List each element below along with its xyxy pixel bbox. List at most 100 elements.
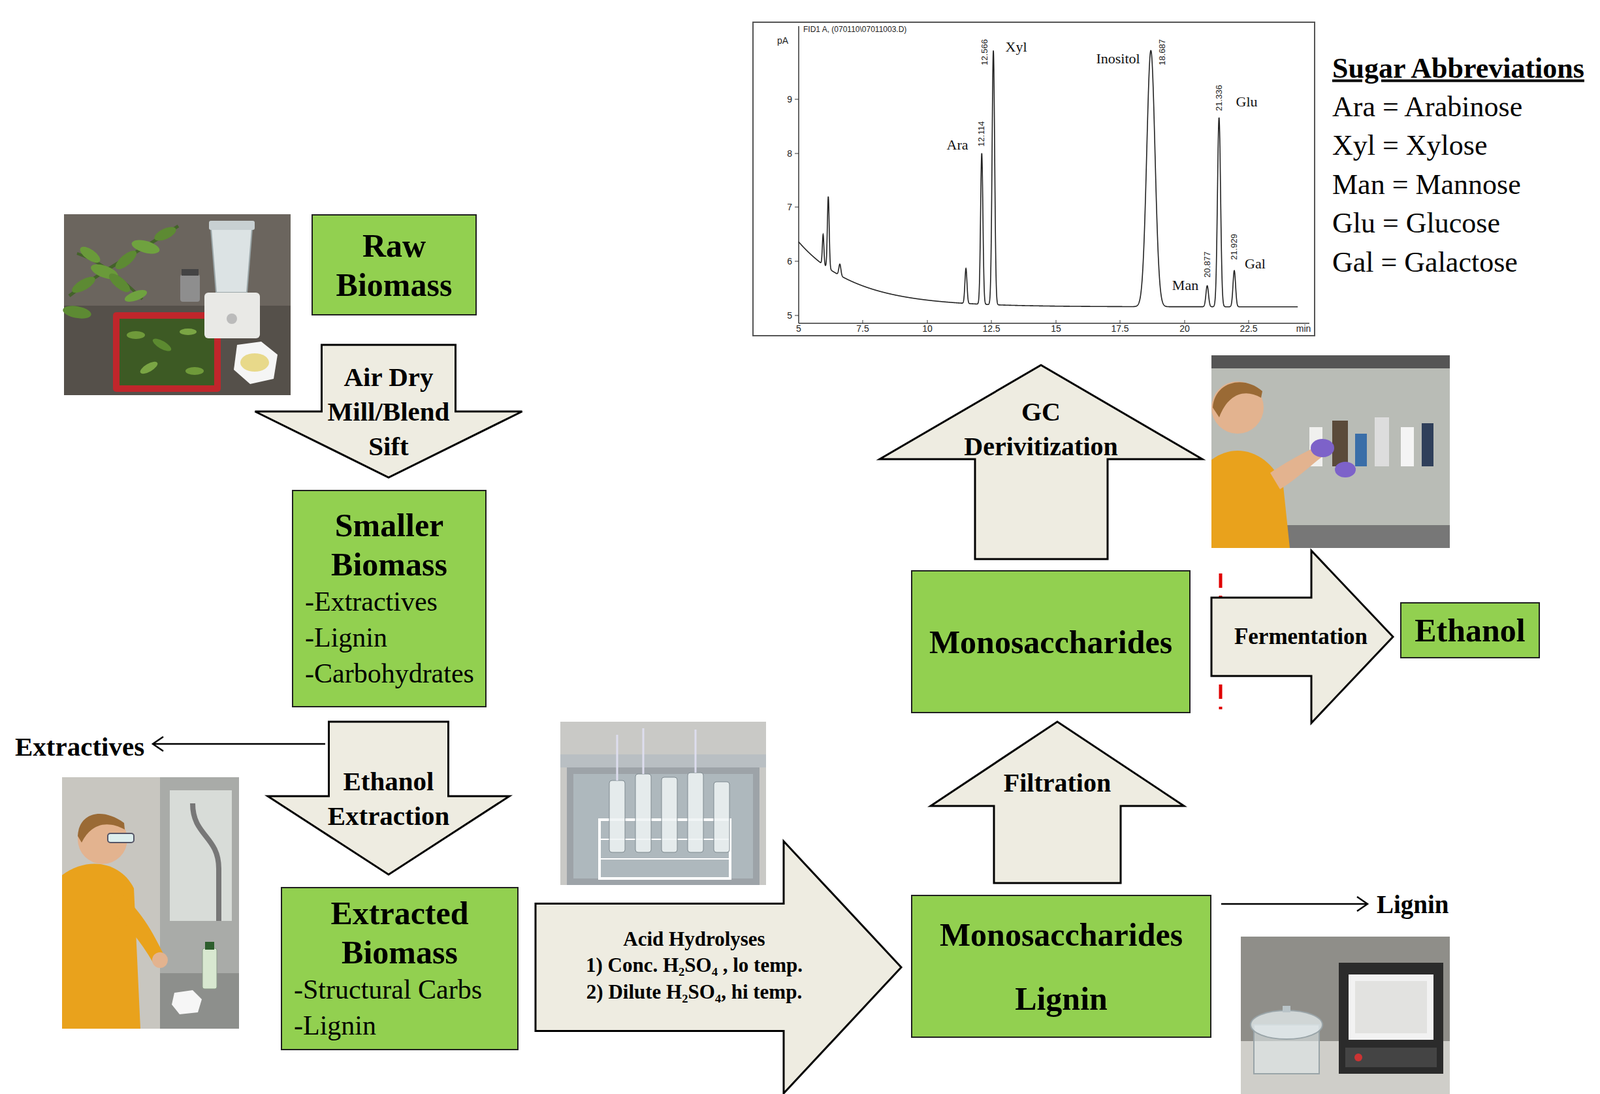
furnace-photo — [1240, 936, 1450, 1094]
biomass-photo — [69, 273, 98, 296]
lab-photo — [1421, 423, 1434, 467]
biomass-photo — [62, 214, 291, 396]
biomass-photo — [204, 292, 260, 339]
step-label: Filtration — [1003, 765, 1111, 800]
extraction-photo — [152, 952, 168, 968]
box-heading: Monosaccharides — [920, 914, 1203, 955]
chromatogram — [794, 315, 799, 317]
furnace-photo — [1240, 936, 1450, 1094]
biomass-photo — [181, 269, 199, 276]
water-bath-photo — [635, 773, 652, 853]
peak-label: Xyl — [1005, 38, 1028, 56]
box-heading: Monosaccharides — [920, 622, 1182, 662]
process-box: Raw Biomass — [311, 214, 477, 316]
extraction-photo — [202, 948, 217, 989]
block-arrow — [930, 721, 1184, 883]
abbreviation: Gal = Galactose — [1332, 245, 1518, 281]
tick-label: 20 — [1179, 323, 1190, 335]
box-heading: Raw Biomass — [320, 225, 468, 305]
water-bath-photo — [694, 729, 697, 773]
tick-label: 15 — [1050, 323, 1062, 335]
output-label: Lignin — [1376, 889, 1450, 921]
process-box: Extracted Biomass-Structural Carbs-Ligni… — [280, 886, 519, 1051]
retention-time: 12.566 — [979, 39, 991, 66]
step-detail: 2) Dilute H₂SO₄, hi temp. — [586, 978, 802, 1006]
abbreviation: Ara = Arabinose — [1332, 90, 1523, 125]
biomass-photo — [150, 336, 174, 354]
furnace-photo — [1354, 1053, 1363, 1062]
chromatogram — [862, 320, 864, 324]
chromatogram — [991, 320, 992, 324]
tick-label: 5 — [786, 310, 793, 322]
furnace-photo — [1282, 1005, 1291, 1013]
leader-arrow — [1221, 896, 1368, 912]
biomass-photo — [179, 328, 197, 336]
furnace-photo — [1348, 974, 1434, 1040]
leader-arrow — [1357, 896, 1368, 912]
leader-arrow — [152, 736, 326, 752]
step-label: GC Derivitization — [956, 394, 1126, 464]
biomass-photo — [208, 220, 255, 230]
extraction-photo — [169, 790, 232, 921]
water-bath-photo — [687, 772, 704, 853]
water-bath-photo — [609, 780, 625, 853]
leader-arrow — [1221, 903, 1367, 906]
tick-label: 7.5 — [856, 323, 869, 335]
lab-photo — [1211, 381, 1264, 434]
tick-label: 17.5 — [1110, 323, 1129, 335]
box-item: -Extractives — [301, 583, 478, 620]
block-arrow — [267, 721, 510, 875]
chromatogram — [752, 22, 1315, 336]
retention-time: 21.336 — [1214, 84, 1225, 112]
lab-photo — [1400, 427, 1414, 467]
lab-photo — [1211, 355, 1450, 548]
block-arrow — [255, 344, 523, 478]
water-bath-photo — [560, 721, 767, 885]
water-bath-photo — [642, 728, 645, 774]
biomass-photo — [64, 214, 291, 396]
tick-label: 9 — [786, 94, 793, 106]
extraction-photo — [171, 990, 202, 1015]
lab-photo — [1334, 461, 1356, 478]
box-heading: Smaller Biomass — [301, 505, 478, 584]
step-label: Fermentation — [1234, 623, 1368, 651]
tick-label: 6 — [786, 256, 793, 268]
abbreviation-heading: Sugar Abbreviations — [1332, 51, 1585, 87]
peak-label: Gal — [1244, 255, 1266, 273]
lab-photo — [1374, 417, 1390, 467]
chromatogram — [794, 153, 799, 155]
extraction-photo — [62, 777, 240, 1029]
peak-label: Ara — [946, 136, 969, 154]
chromatogram — [1056, 320, 1057, 324]
box-heading: Ethanol — [1409, 610, 1531, 650]
lab-photo — [1211, 355, 1450, 369]
box-item: -Lignin — [301, 619, 478, 656]
chromatogram — [794, 99, 799, 100]
water-bath-photo — [560, 754, 767, 768]
chromatogram-trace — [798, 50, 1298, 307]
chromatogram — [794, 261, 799, 262]
leader-arrow — [152, 736, 164, 752]
chart-header: FID1 A, (070110\07011003.D) — [803, 24, 907, 34]
extraction-photo — [107, 888, 164, 964]
lab-photo — [1211, 450, 1290, 548]
chromatogram — [1184, 320, 1186, 324]
step-label: Acid Hydrolyses — [623, 926, 765, 953]
lab-photo — [1212, 382, 1263, 418]
retention-time: 20.877 — [1202, 251, 1213, 278]
box-item: Lignin — [920, 978, 1203, 1019]
peak-label: Glu — [1236, 93, 1258, 111]
extraction-photo — [107, 833, 134, 843]
extraction-photo — [192, 803, 219, 921]
chromatogram — [752, 22, 1315, 336]
lab-photo — [1310, 438, 1335, 458]
block-arrow — [1211, 550, 1393, 723]
leader-arrow — [154, 743, 326, 746]
extraction-photo — [160, 973, 240, 1029]
peak-label: Inositol — [1095, 50, 1140, 68]
axis-unit: min — [1296, 323, 1312, 335]
biomass-photo — [185, 367, 204, 375]
retention-time: 12.114 — [976, 121, 987, 147]
peak-label: Man — [1172, 276, 1199, 294]
